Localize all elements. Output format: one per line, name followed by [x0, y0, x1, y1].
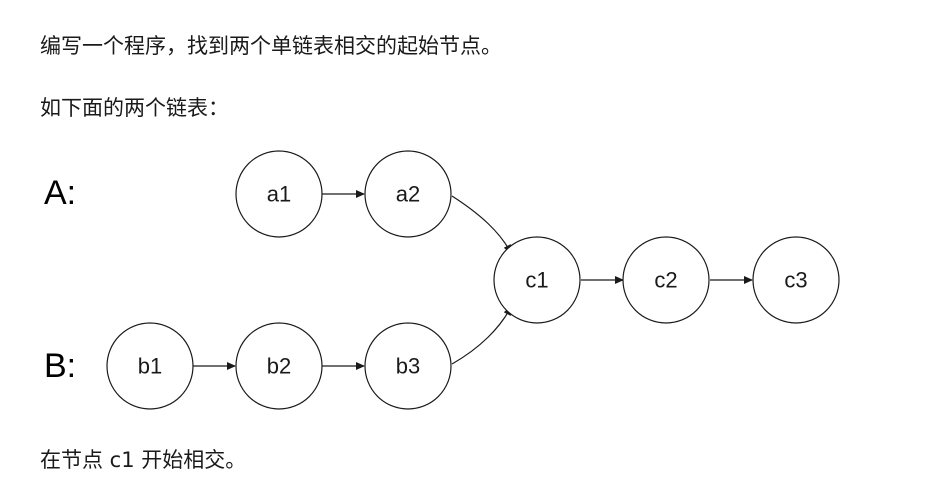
conclusion: 在节点 c1 开始相交。: [40, 448, 247, 472]
node-b1: b1: [106, 322, 194, 410]
node-b3: b3: [364, 322, 452, 410]
linked-list-diagram: A: B: a1 a2 b1 b2 b3 c1 c2 c3: [44, 150, 840, 410]
list-b-label: B:: [44, 347, 76, 385]
problem-statement: 编写一个程序，找到两个单链表相交的起始节点。: [40, 34, 502, 58]
node-c3: c3: [752, 236, 840, 324]
node-b2: b2: [235, 322, 323, 410]
node-c2-label: c2: [654, 268, 677, 293]
node-b2-label: b2: [267, 354, 291, 379]
node-a2: a2: [364, 150, 452, 238]
edge-b3-c1: [451, 306, 512, 365]
node-c2: c2: [622, 236, 710, 324]
node-c1: c1: [493, 236, 581, 324]
node-a1: a1: [235, 150, 323, 238]
edge-a2-c1: [451, 195, 512, 254]
node-c1-label: c1: [525, 268, 548, 293]
node-a2-label: a2: [396, 182, 420, 207]
list-a-label: A:: [44, 174, 76, 212]
node-c3-label: c3: [784, 268, 807, 293]
node-b3-label: b3: [396, 354, 420, 379]
example-intro: 如下面的两个链表：: [40, 96, 229, 120]
node-a1-label: a1: [267, 182, 291, 207]
node-b1-label: b1: [138, 354, 162, 379]
